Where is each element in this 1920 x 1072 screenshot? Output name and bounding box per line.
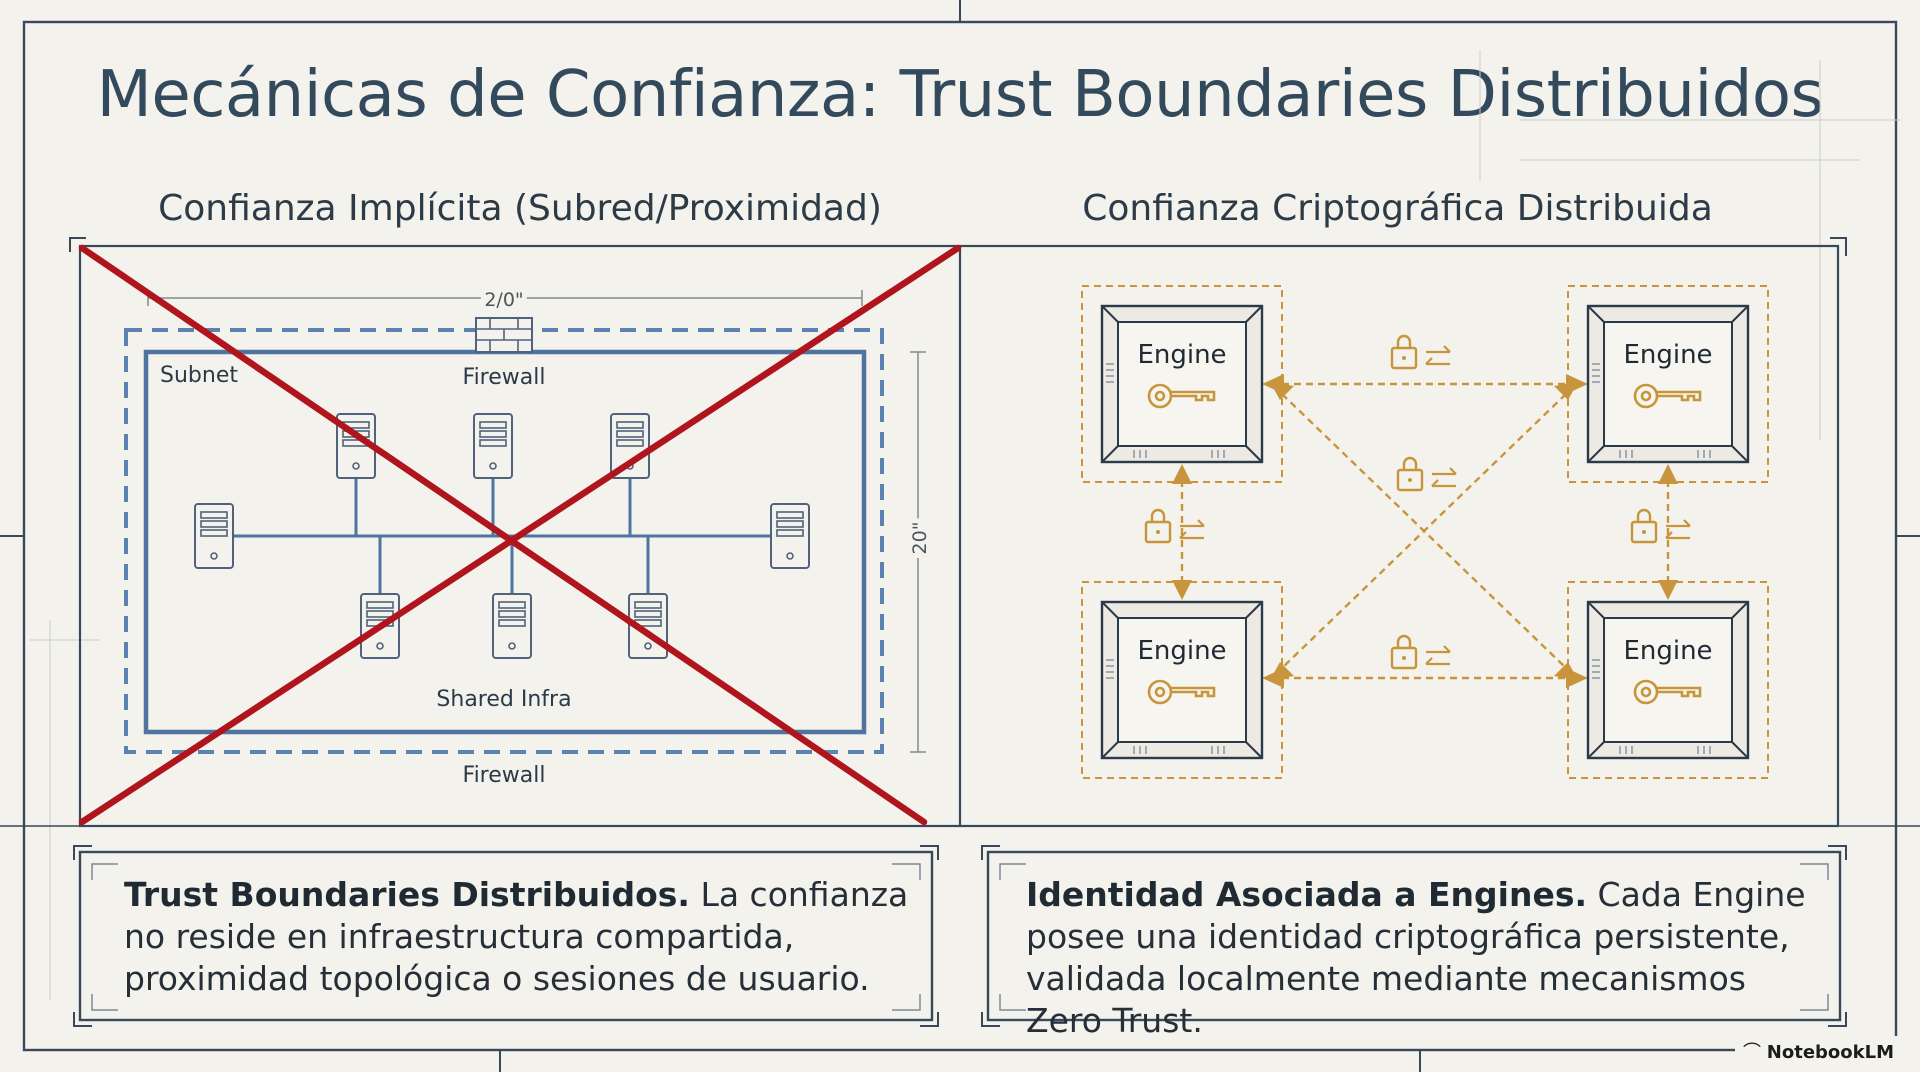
shared-infra-label: Shared Infra <box>436 687 571 712</box>
engine-node: Engine <box>1080 284 1284 484</box>
left-caption: Trust Boundaries Distribuidos. La confia… <box>124 874 924 1000</box>
right-caption-text: Cada Engine posee una identidad criptogr… <box>1026 875 1806 1040</box>
brand-icon: ⌒ <box>1743 1042 1767 1063</box>
dimension-top: 2/0" <box>484 289 523 311</box>
notebooklm-watermark: ⌒ NotebookLM <box>1735 1036 1902 1066</box>
engine-node: Engine <box>1566 284 1770 484</box>
lock-icon <box>1396 456 1458 492</box>
left-panel-heading: Confianza Implícita (Subred/Proximidad) <box>158 188 882 229</box>
subnet-label: Subnet <box>160 363 238 388</box>
left-caption-text: La confianza no reside en infraestructur… <box>124 875 909 998</box>
right-caption-heading: Identidad Asociada a Engines. <box>1026 875 1588 914</box>
right-caption: Identidad Asociada a Engines. Cada Engin… <box>1026 874 1826 1042</box>
left-caption-heading: Trust Boundaries Distribuidos. <box>124 875 690 914</box>
background-grid-lines <box>30 50 1900 1000</box>
lock-icon <box>1390 334 1452 370</box>
dimension-side: 20" <box>909 522 931 555</box>
firewall-top-label: Firewall <box>463 365 546 390</box>
engine-node: Engine <box>1566 580 1770 780</box>
right-panel-heading: Confianza Criptográfica Distribuida <box>1082 188 1713 229</box>
lock-icon <box>1630 508 1692 544</box>
engine-network: Engine Engine Engine Engine <box>1080 284 1770 780</box>
engine-label: Engine <box>1623 636 1712 666</box>
engine-label: Engine <box>1137 636 1226 666</box>
lock-icon <box>1390 634 1452 670</box>
lock-icon <box>1144 508 1206 544</box>
engine-label: Engine <box>1137 340 1226 370</box>
firewall-icon <box>475 317 533 353</box>
brand-label: NotebookLM <box>1766 1042 1894 1063</box>
caption-frames <box>73 845 1847 1027</box>
engine-node: Engine <box>1080 580 1284 780</box>
engine-label: Engine <box>1623 340 1712 370</box>
firewall-bottom-label: Firewall <box>463 763 546 788</box>
rejection-cross <box>78 244 962 826</box>
